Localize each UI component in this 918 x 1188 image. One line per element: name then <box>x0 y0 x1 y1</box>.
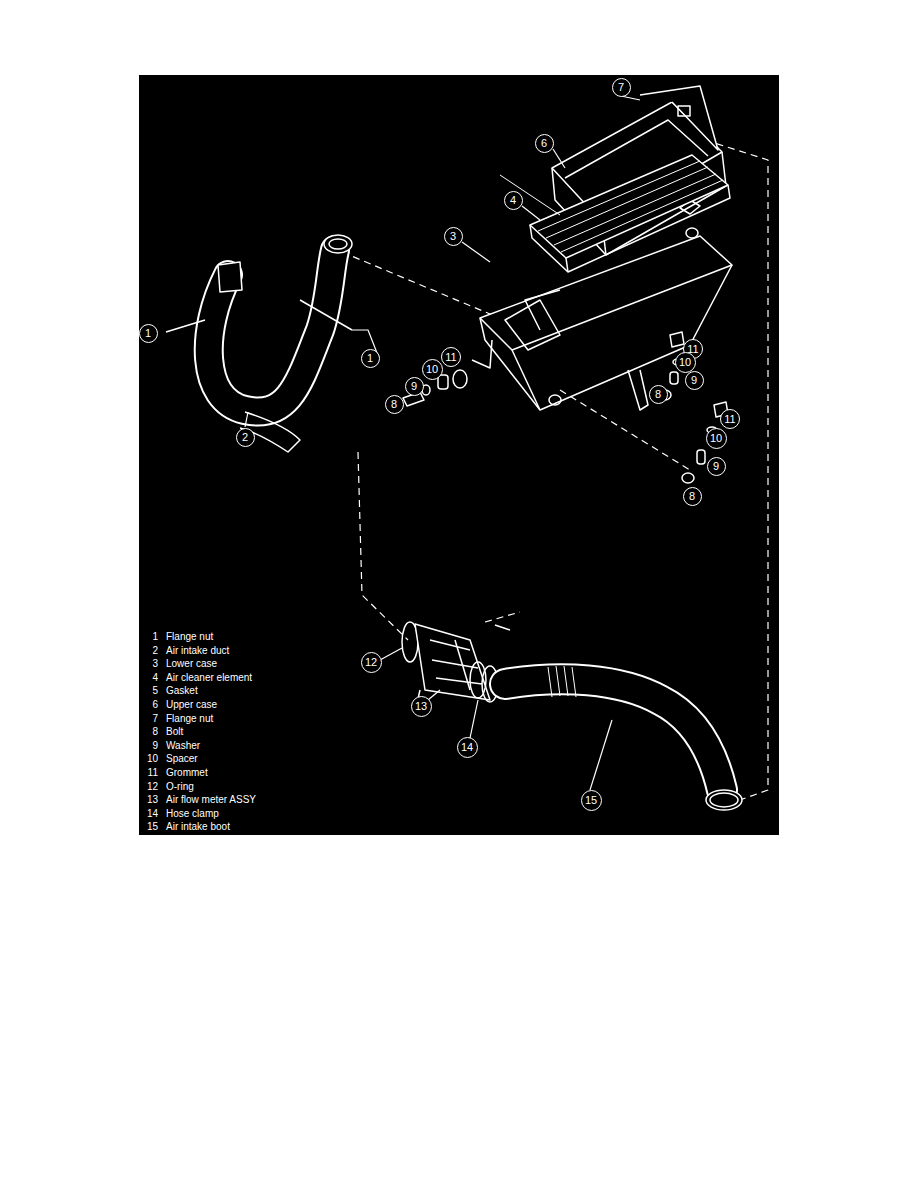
callout-number: 12 <box>365 657 377 668</box>
callout-circle: 10 <box>422 359 443 380</box>
callout-number: 8 <box>391 399 397 410</box>
legend-number: 6 <box>152 699 158 711</box>
part-name: Air intake boot <box>166 821 230 833</box>
callout-number: 2 <box>242 432 248 443</box>
callout-number: 10 <box>426 364 438 375</box>
legend-number: 11 <box>148 767 158 779</box>
callout-circle: 9 <box>685 371 704 390</box>
callout-circle: 7 <box>612 78 631 97</box>
legend-number: 7 <box>152 713 158 725</box>
callout-number: 7 <box>618 82 624 93</box>
assembly-lines <box>342 140 768 800</box>
callout-number: 13 <box>415 701 427 712</box>
part-name: Lower case <box>166 658 217 670</box>
part-name: Air flow meter ASSY <box>166 794 256 806</box>
callout-number: 10 <box>679 357 691 368</box>
legend-number: 1 <box>152 631 158 643</box>
lower-case <box>472 236 732 410</box>
callout-number: 4 <box>510 195 516 206</box>
part-name: Flange nut <box>166 631 213 643</box>
legend-number: 3 <box>152 658 158 670</box>
callout-circle: 3 <box>444 227 463 246</box>
callout-number: 9 <box>411 381 417 392</box>
part-name: Flange nut <box>166 713 213 725</box>
leader-lines <box>245 96 640 738</box>
callout-circle: 9 <box>405 377 424 396</box>
part-name: Air intake duct <box>166 645 229 657</box>
legend-number: 13 <box>147 794 158 806</box>
callout-circle: 11 <box>720 409 740 429</box>
part-name: Spacer <box>166 753 198 765</box>
callout-circle: 13 <box>411 696 432 717</box>
callout-circle: 10 <box>706 428 727 449</box>
callout-number: 1 <box>145 328 151 339</box>
callout-circle: 8 <box>683 487 702 506</box>
callout-circle: 1 <box>361 349 380 368</box>
callout-circle: 8 <box>385 395 404 414</box>
part-name: Grommet <box>166 767 208 779</box>
legend-number: 8 <box>152 726 158 738</box>
callout-circle: 12 <box>361 652 382 673</box>
callout-number: 1 <box>367 353 373 364</box>
legend-number: 10 <box>147 753 158 765</box>
callout-circle: 4 <box>504 191 523 210</box>
legend-number: 5 <box>152 685 158 697</box>
legend-number: 4 <box>152 672 158 684</box>
legend-number: 15 <box>147 821 158 833</box>
callout-circle: 15 <box>581 790 602 811</box>
callout-circle: 1 <box>139 324 158 343</box>
callout-circle: 8 <box>649 385 668 404</box>
callout-circle: 9 <box>707 457 726 476</box>
callout-number: 9 <box>691 375 697 386</box>
callout-number: 11 <box>445 352 456 363</box>
part-name: Upper case <box>166 699 217 711</box>
air-intake-boot <box>505 666 742 810</box>
callout-circle: 10 <box>675 352 696 373</box>
callout-number: 14 <box>461 742 473 753</box>
part-name: Air cleaner element <box>166 672 252 684</box>
legend-number: 12 <box>147 781 158 793</box>
callout-number: 6 <box>541 138 547 149</box>
part-name: O-ring <box>166 781 194 793</box>
legend-number: 2 <box>152 645 158 657</box>
callout-circle: 2 <box>236 428 255 447</box>
part-name: Gasket <box>166 685 198 697</box>
part-name: Washer <box>166 740 200 752</box>
callout-number: 8 <box>689 491 695 502</box>
part-name: Hose clamp <box>166 808 219 820</box>
callout-number: 15 <box>585 795 597 806</box>
callout-number: 9 <box>713 461 719 472</box>
part-name: Bolt <box>166 726 183 738</box>
callout-number: 8 <box>655 389 661 400</box>
legend-number: 9 <box>152 740 158 752</box>
air-intake-duct <box>166 235 352 452</box>
callout-number: 3 <box>450 231 456 242</box>
callout-circle: 11 <box>441 347 461 367</box>
background-panel <box>139 75 779 835</box>
callout-number: 11 <box>724 414 735 425</box>
legend-number: 14 <box>147 808 158 820</box>
parts <box>166 86 768 810</box>
mounting-hardware <box>403 332 728 483</box>
callout-circle: 6 <box>535 134 554 153</box>
callout-number: 10 <box>710 433 722 444</box>
callout-circle: 14 <box>457 737 478 758</box>
